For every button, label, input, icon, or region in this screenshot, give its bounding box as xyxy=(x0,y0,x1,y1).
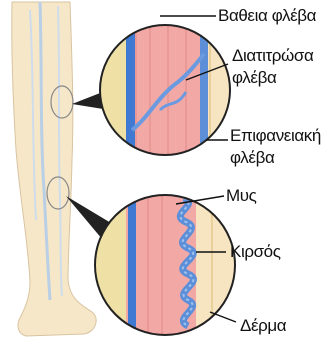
label-superficial-vein-line2: φλέβα xyxy=(230,148,274,167)
label-varicose: Κιρσός xyxy=(230,242,281,261)
label-superficial-vein-line1: Επιφανειακή xyxy=(230,126,321,145)
label-perforating-vein-line1: Διατιτρώσα xyxy=(232,46,313,65)
magnified-view-veins xyxy=(95,20,240,165)
leader-skin xyxy=(210,312,236,322)
label-skin: Δέρμα xyxy=(240,316,286,335)
label-muscle: Μυς xyxy=(226,186,256,205)
label-deep-vein: Βαθεια φλέβα xyxy=(218,6,316,25)
label-perforating-vein-line2: φλέβα xyxy=(232,68,276,87)
leg-illustration xyxy=(12,2,96,336)
magnified-view-varicose xyxy=(90,190,240,340)
